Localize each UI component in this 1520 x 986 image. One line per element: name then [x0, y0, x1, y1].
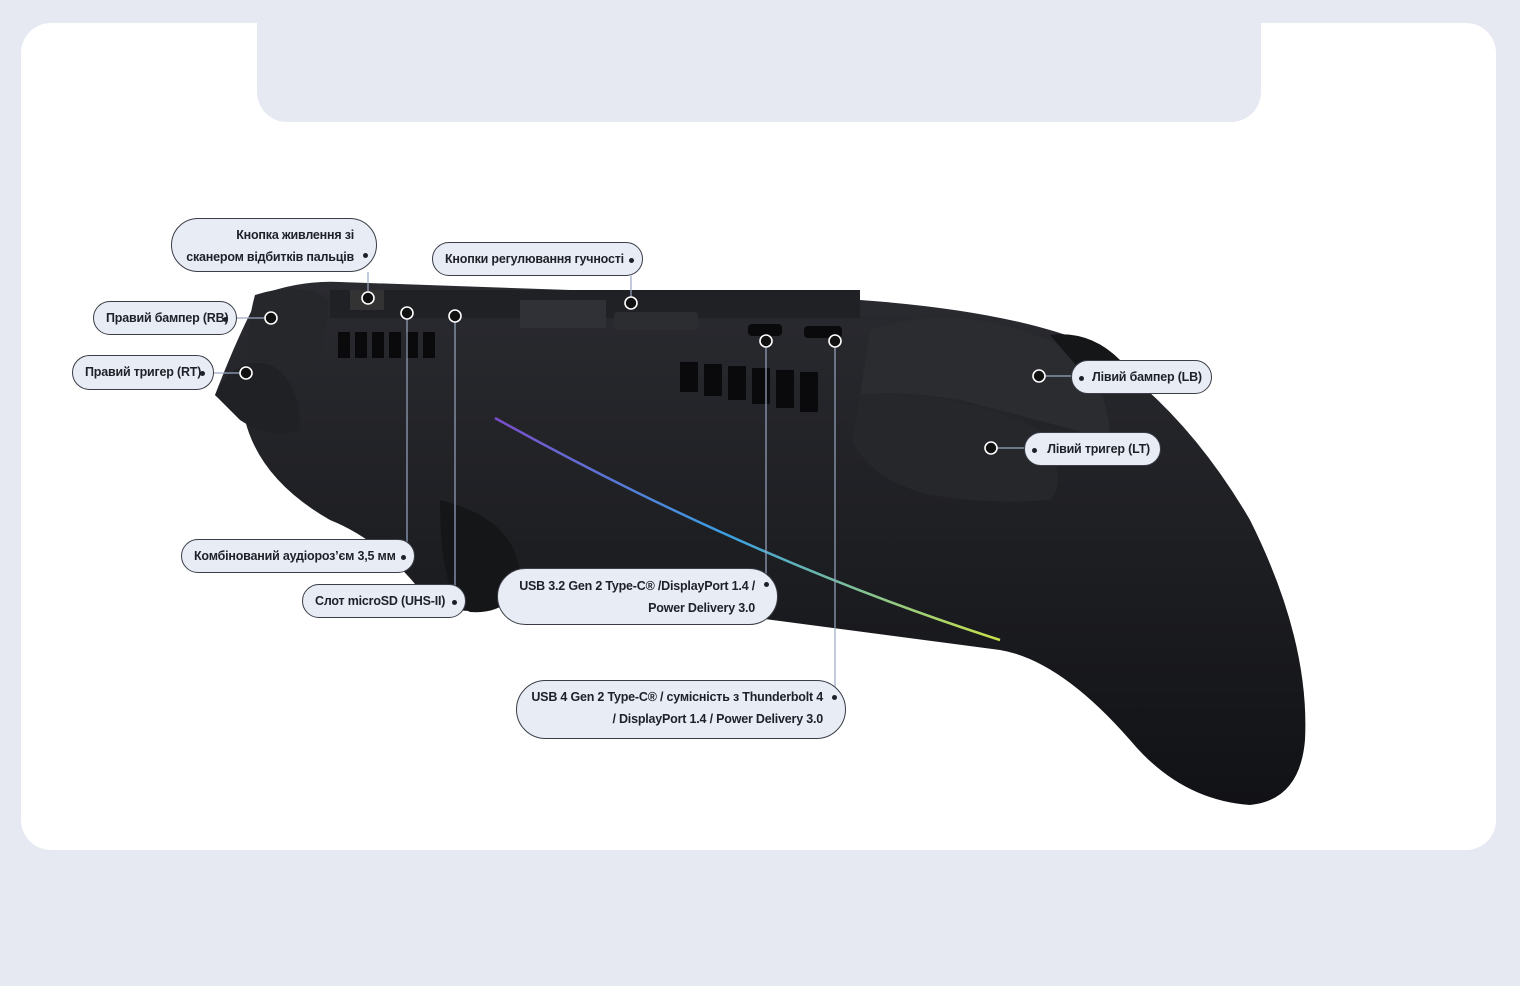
label-power-button: Кнопка живлення зі сканером відбитків па…	[171, 218, 377, 272]
label-left-bumper: Лівий бампер (LB)	[1071, 360, 1212, 394]
label-text: Комбінований аудіороз’єм 3,5 мм	[194, 549, 396, 563]
dot-icon	[832, 695, 837, 700]
label-line: сканером відбитків пальців	[186, 250, 354, 264]
label-line: Кнопка живлення зі	[236, 228, 354, 242]
dot-icon	[401, 555, 406, 560]
dot-icon	[223, 317, 228, 322]
label-usb4-port: USB 4 Gen 2 Type-C® / сумісність з Thund…	[516, 680, 846, 739]
dot-icon	[452, 600, 457, 605]
label-text: Правий тригер (RT)	[85, 365, 202, 379]
label-right-bumper: Правий бампер (RB)	[93, 301, 237, 335]
label-text: Лівий бампер (LB)	[1092, 370, 1202, 384]
label-text: Лівий тригер (LT)	[1047, 442, 1150, 456]
dot-icon	[200, 371, 205, 376]
top-tab-cutout	[257, 0, 1261, 122]
label-audio-jack: Комбінований аудіороз’єм 3,5 мм	[181, 539, 415, 573]
label-right-trigger: Правий тригер (RT)	[72, 355, 214, 390]
label-left-trigger: Лівий тригер (LT)	[1024, 432, 1161, 466]
label-text: Правий бампер (RB)	[106, 311, 229, 325]
label-line: USB 4 Gen 2 Type-C® / сумісність з Thund…	[531, 690, 823, 704]
label-text: Слот microSD (UHS-II)	[315, 594, 446, 608]
dot-icon	[629, 258, 634, 263]
label-line: USB 3.2 Gen 2 Type-C® /DisplayPort 1.4 /	[519, 579, 755, 593]
label-text: Кнопки регулювання гучності	[445, 252, 624, 266]
dot-icon	[1032, 448, 1037, 453]
dot-icon	[1079, 376, 1084, 381]
label-microsd-slot: Слот microSD (UHS-II)	[302, 584, 466, 618]
dot-icon	[764, 582, 769, 587]
dot-icon	[363, 253, 368, 258]
label-line: Power Delivery 3.0	[648, 601, 755, 615]
label-usb32-port: USB 3.2 Gen 2 Type-C® /DisplayPort 1.4 /…	[497, 568, 778, 625]
label-line: / DisplayPort 1.4 / Power Delivery 3.0	[612, 712, 823, 726]
label-volume-buttons: Кнопки регулювання гучності	[432, 242, 643, 276]
